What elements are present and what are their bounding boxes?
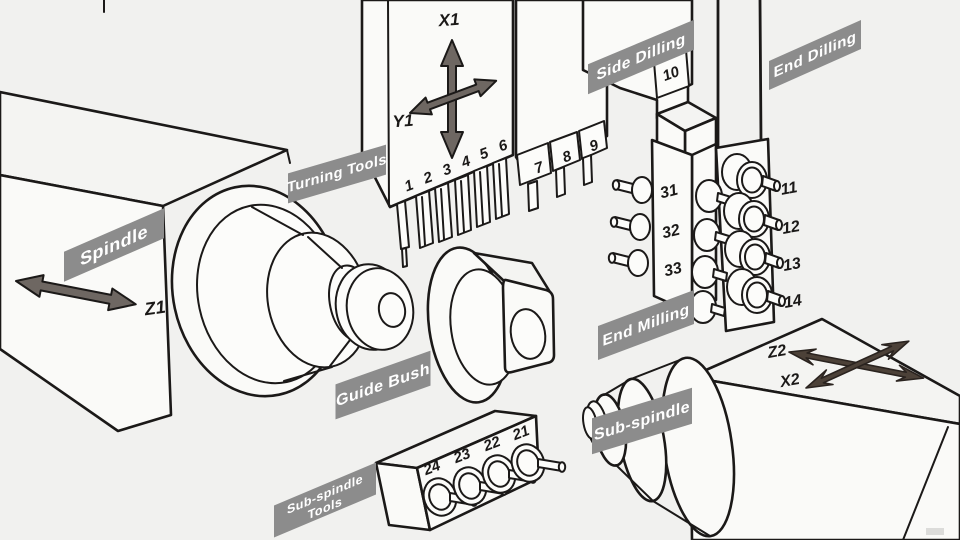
watermark	[926, 528, 944, 535]
side-tool-number-10: 10	[660, 63, 682, 85]
y1-axis-arrow	[409, 78, 498, 116]
y1-axis-label: Y1	[392, 111, 414, 131]
blade-5-line	[479, 171, 484, 225]
z1-axis-label: Z1	[142, 297, 167, 320]
end-drill-12	[723, 192, 783, 238]
sub-spindle-tool-block: 24 23 22 21	[374, 409, 567, 532]
turning-blade-1	[396, 200, 410, 250]
end-drill-11	[721, 153, 781, 199]
blade-6-line	[498, 163, 503, 217]
side-tool-9-pin	[582, 154, 593, 186]
end-drill-number-14: 14	[783, 292, 804, 312]
end-drill-number-11: 11	[779, 179, 798, 199]
end-drill-13	[724, 230, 784, 276]
end-milling-tool-32	[609, 213, 651, 241]
blade-4-line	[460, 180, 465, 233]
end-milling-tool-31	[611, 176, 653, 204]
turning-blade-1-tip	[401, 247, 408, 268]
end-drill-column-right-edge	[758, 0, 763, 143]
end-milling-tool-33	[607, 249, 649, 277]
guide-bush-hole	[509, 308, 547, 360]
z2-axis-label: Z2	[765, 342, 787, 362]
turning-plate-edge	[387, 0, 390, 207]
end-drill-14	[726, 268, 786, 314]
x2-axis-label: X2	[778, 371, 801, 391]
turning-blade-2	[415, 190, 434, 249]
sub-tool-number-21: 21	[509, 422, 532, 444]
z1-axis-arrow	[15, 274, 137, 312]
side-tool-8-block	[549, 131, 581, 172]
blade-2-line	[421, 196, 426, 246]
blade-3-line	[440, 188, 445, 240]
x2-axis-arrow	[805, 340, 910, 389]
side-tool-7-block	[516, 142, 552, 186]
base-plate-edge	[902, 426, 949, 540]
end-milling-number-32: 32	[660, 222, 681, 243]
end-drill-number-13: 13	[782, 255, 803, 275]
axis-z1: Z1	[15, 274, 167, 320]
end-milling-number-33: 33	[662, 260, 683, 281]
sub-tool-number-23: 23	[450, 445, 473, 467]
end-drill-number-12: 12	[781, 218, 802, 238]
guide-bush-assembly	[426, 246, 556, 404]
spindle-nose	[170, 184, 415, 398]
sub-tool-number-22: 22	[480, 433, 503, 455]
side-tool-9-block	[578, 120, 608, 160]
sub-spindle-tool-21	[510, 443, 567, 483]
sub-tool-number-24: 24	[420, 457, 443, 479]
axis-x1y1: X1 Y1	[392, 10, 498, 159]
headstock-corner-notch	[286, 149, 291, 164]
end-milling-number-31: 31	[658, 182, 679, 203]
x1-axis-label: X1	[437, 10, 460, 30]
end-drilling-unit: 11 12 13 14	[689, 0, 804, 333]
side-tool-8-pin	[555, 166, 566, 198]
axis-z2x2: Z2 X2	[765, 340, 925, 391]
spindle-bore-hole	[377, 292, 407, 328]
side-tool-7-pin	[527, 180, 539, 212]
turning-blade-3	[434, 182, 453, 243]
